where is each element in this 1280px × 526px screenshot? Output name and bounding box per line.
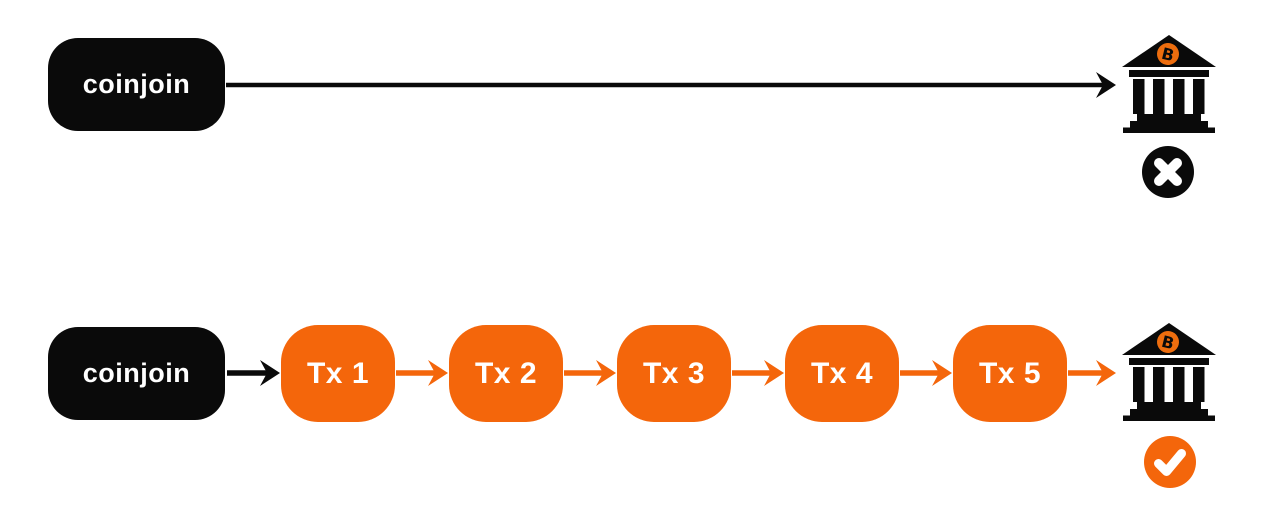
tx-node-2: Tx 2 xyxy=(449,325,563,422)
tx-node-5: Tx 5 xyxy=(953,325,1067,422)
bitcoin-coin-icon: B xyxy=(1157,331,1179,353)
tx-label-2: Tx 2 xyxy=(474,356,538,390)
tx-node-4: Tx 4 xyxy=(785,325,899,422)
check-icon xyxy=(1144,436,1196,488)
tx-label-4: Tx 4 xyxy=(810,356,874,390)
arrow-top-coinjoin-to-bank xyxy=(226,72,1116,98)
cross-icon xyxy=(1142,146,1194,198)
coinjoin-label-top: coinjoin xyxy=(82,69,191,99)
tx-node-3: Tx 3 xyxy=(617,325,731,422)
tx-node-1: Tx 1 xyxy=(281,325,395,422)
bitcoin-coin-icon: B xyxy=(1157,43,1179,65)
arrow-coinjoin-to-tx1 xyxy=(227,360,280,386)
svg-text:B: B xyxy=(1160,332,1176,353)
coinjoin-label-bottom: coinjoin xyxy=(82,358,191,388)
svg-text:B: B xyxy=(1160,44,1176,65)
arrow-tx2-to-tx3 xyxy=(564,360,616,386)
arrow-tx5-to-bank xyxy=(1068,360,1116,386)
tx-label-3: Tx 3 xyxy=(642,356,706,390)
tx-label-1: Tx 1 xyxy=(306,356,370,390)
coinjoin-node-bottom: coinjoin xyxy=(48,327,225,420)
arrow-tx1-to-tx2 xyxy=(396,360,448,386)
arrow-tx3-to-tx4 xyxy=(732,360,784,386)
tx-label-5: Tx 5 xyxy=(978,356,1042,390)
arrow-tx4-to-tx5 xyxy=(900,360,952,386)
coinjoin-node-top: coinjoin xyxy=(48,38,225,131)
bank-bitcoin-icon-top: B xyxy=(1122,35,1216,133)
bank-bitcoin-icon-bottom: B xyxy=(1122,323,1216,421)
